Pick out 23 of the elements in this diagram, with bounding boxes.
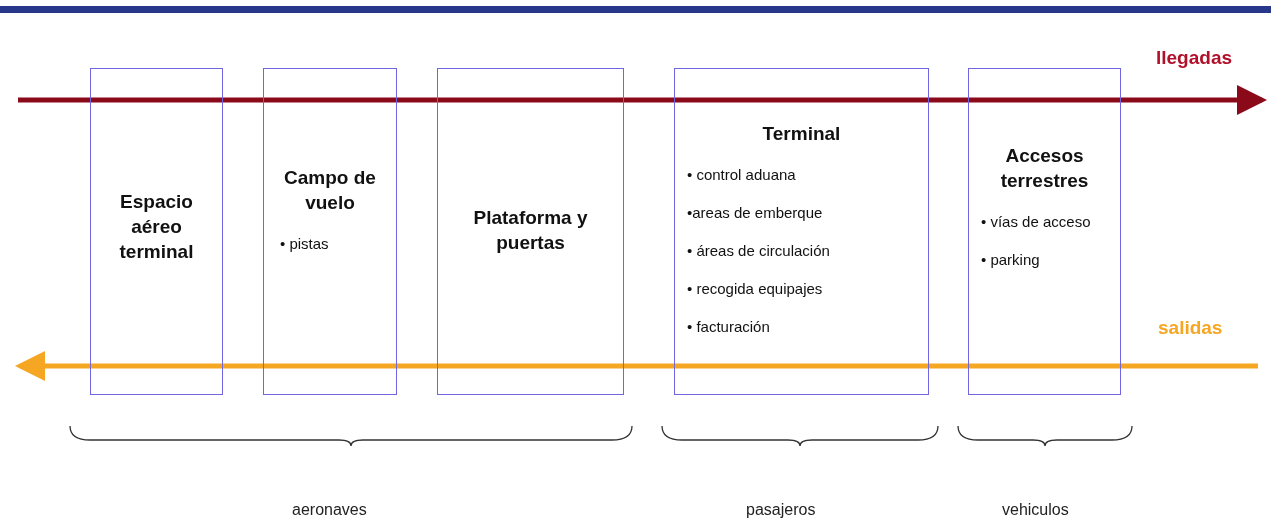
group-label: aeronaves [292,500,367,520]
box-heading: Plataforma y puertas [472,206,589,255]
box-heading: Accesos terrestres [999,144,1090,193]
category-box [437,68,624,395]
box-heading: Campo de vuelo [283,166,377,215]
category-box [90,68,223,395]
bullet-item: • vías de acceso [980,213,1092,231]
flow-label: llegadas [1156,46,1233,70]
box-heading: Terminal [761,122,842,146]
bullet-item: • áreas de circulación [686,242,831,260]
category-box [674,68,929,395]
bullet-item: • recogida equipajes [686,280,824,298]
bullet-item: • parking [980,251,1041,269]
category-box [968,68,1121,395]
bullet-item: • facturación [686,318,771,336]
group-label: pasajeros [746,500,816,520]
group-label: vehiculos [1002,500,1069,520]
flow-label: salidas [1158,316,1223,340]
category-box [263,68,397,395]
box-heading: Espacio aéreo terminal [118,190,195,264]
bullet-item: • pistas [279,235,330,253]
bullet-item: • control aduana [686,166,797,184]
bullet-item: •areas de emberque [686,204,824,222]
